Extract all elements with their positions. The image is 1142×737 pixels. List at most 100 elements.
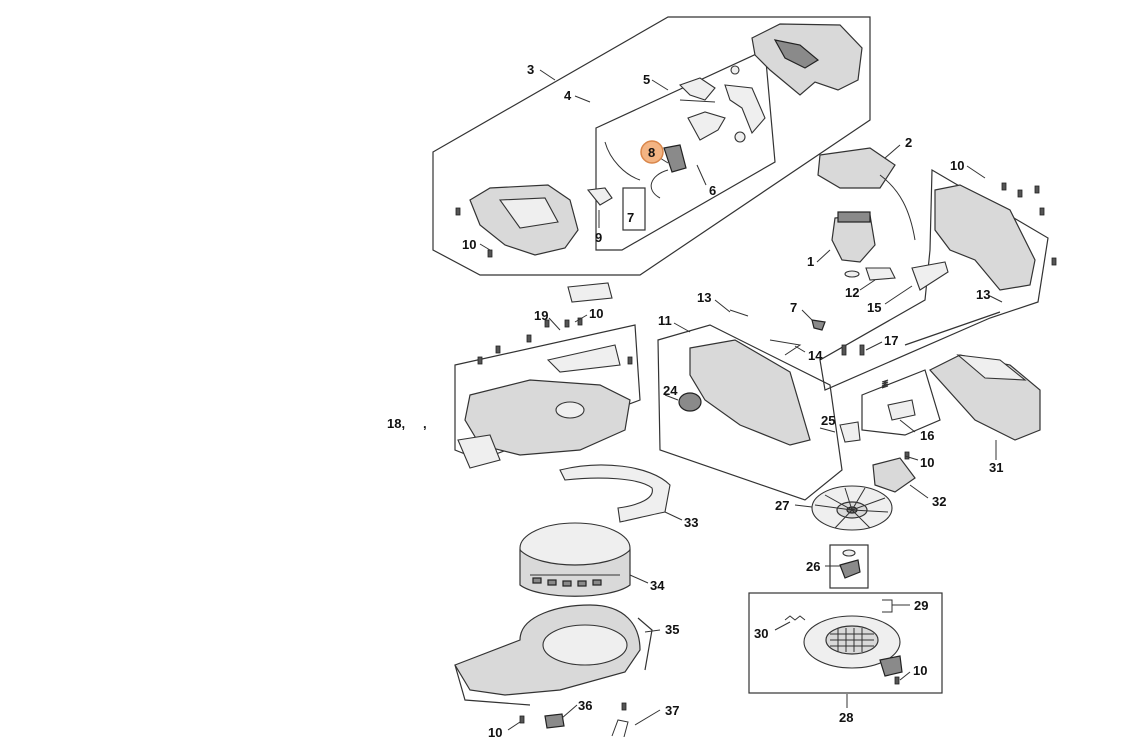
- connector-part-15: [911, 261, 949, 291]
- frame-line-right: [904, 311, 1001, 346]
- pin-part-13: [729, 309, 749, 317]
- latch-part-25: [839, 421, 861, 443]
- contact-wires: [879, 174, 916, 241]
- callout-13-right[interactable]: 13: [976, 287, 990, 302]
- callout-10-near-16[interactable]: 10: [920, 455, 934, 470]
- callout-34[interactable]: 34: [650, 578, 665, 593]
- callout-8-highlight-circle[interactable]: [640, 140, 664, 164]
- callout-36[interactable]: 36: [578, 698, 592, 713]
- callout-10-bottom-left[interactable]: 10: [488, 725, 502, 737]
- spring-part-30: [784, 615, 806, 621]
- pad-part-36: [544, 713, 565, 729]
- callout-10-bottom-right[interactable]: 10: [913, 663, 927, 678]
- callout-13-middle[interactable]: 13: [697, 290, 711, 305]
- screw-part-17a: [841, 344, 847, 356]
- frame-housing-group: [432, 16, 871, 276]
- assembly-frames: [432, 16, 1049, 706]
- callout-12[interactable]: 12: [845, 285, 859, 300]
- callout-7-top[interactable]: 7: [627, 210, 634, 225]
- callout-19[interactable]: 19: [534, 308, 548, 323]
- frame-switch-group: [595, 49, 776, 251]
- battery-cover-top: [956, 354, 1027, 381]
- callout-37[interactable]: 37: [665, 703, 679, 718]
- washer-part: [844, 270, 860, 278]
- clip-part-7: [811, 319, 826, 331]
- frame-group-16: [861, 369, 941, 436]
- leader-lines: [479, 69, 1003, 731]
- callout-8[interactable]: 8: [648, 145, 655, 160]
- housing-shell-detail: [773, 39, 820, 69]
- callout-18[interactable]: 18,: [387, 416, 405, 431]
- duct-ring-part-34: [519, 522, 631, 597]
- filter-cover-part-28: [803, 615, 903, 677]
- callout-9[interactable]: 9: [595, 230, 602, 245]
- washer-part-26: [842, 549, 856, 557]
- callout-5[interactable]: 5: [643, 72, 650, 87]
- callout-2[interactable]: 2: [905, 135, 912, 150]
- callout-16[interactable]: 16: [920, 428, 934, 443]
- callout-26[interactable]: 26: [806, 559, 820, 574]
- callout-10-near-19[interactable]: 10: [589, 306, 603, 321]
- switch-wire: [604, 141, 669, 199]
- switch-part: [663, 144, 687, 173]
- frame-part-7-box: [622, 187, 646, 231]
- callout-31[interactable]: 31: [989, 460, 1003, 475]
- callout-10-left-top[interactable]: 10: [462, 237, 476, 252]
- callout-1[interactable]: 1: [807, 254, 814, 269]
- bracket-part-32: [872, 457, 916, 493]
- bracket-part-12: [865, 267, 896, 281]
- callout-30[interactable]: 30: [754, 626, 768, 641]
- screws: [455, 182, 1057, 724]
- callout-15[interactable]: 15: [867, 300, 881, 315]
- callout-10-right-top[interactable]: 10: [950, 158, 964, 173]
- right-housing-part: [934, 184, 1036, 291]
- spring-part-16: [881, 379, 889, 389]
- fan-housing-center: [555, 401, 585, 419]
- callout-14[interactable]: 14: [808, 348, 823, 363]
- callout-3[interactable]: 3: [527, 62, 534, 77]
- spring-part-14: [769, 339, 802, 356]
- label-plate-part-19: [567, 282, 613, 303]
- seal-part-24: [678, 392, 702, 412]
- frame-group-28: [748, 592, 943, 694]
- switch-lever-part: [678, 77, 716, 101]
- clip-part-29: [882, 599, 893, 613]
- callouts: 3 4 5 2 8 6 7 9 10 10 1 12 15 13 13 19 1…: [387, 62, 1003, 737]
- impeller-part: [811, 485, 893, 531]
- clip-part-9: [586, 187, 613, 206]
- callout-17[interactable]: 17: [884, 333, 898, 348]
- contact-plate-part: [817, 147, 896, 189]
- callout-32[interactable]: 32: [932, 494, 946, 509]
- clip-part-37: [611, 719, 629, 737]
- callout-11[interactable]: 11: [658, 313, 672, 328]
- lever-arm-part: [687, 111, 726, 141]
- parts: [454, 23, 1057, 737]
- lower-housing-opening: [542, 624, 628, 666]
- middle-housing-part: [689, 339, 811, 446]
- motor-top: [837, 211, 871, 223]
- left-housing-window: [498, 197, 559, 229]
- rod-part: [679, 99, 716, 103]
- callout-18-extra[interactable]: ,: [423, 416, 427, 431]
- callout-27[interactable]: 27: [775, 498, 789, 513]
- callout-25[interactable]: 25: [821, 413, 835, 428]
- callout-35[interactable]: 35: [665, 622, 679, 637]
- screw-part-17b: [859, 344, 865, 356]
- callout-33[interactable]: 33: [684, 515, 698, 530]
- nut-part-26: [839, 559, 861, 579]
- callout-28[interactable]: 28: [839, 710, 853, 725]
- fan-housing-top-part: [464, 379, 631, 456]
- frame-bracket-35: [637, 617, 653, 671]
- callout-6[interactable]: 6: [709, 183, 716, 198]
- callout-4[interactable]: 4: [564, 88, 572, 103]
- spring-small-part: [730, 65, 740, 75]
- lock-part-16: [887, 399, 916, 421]
- frame-bracket-36: [454, 664, 531, 706]
- frame-middle-group: [657, 324, 843, 501]
- callout-7-middle[interactable]: 7: [790, 300, 797, 315]
- hose-part-33: [559, 464, 671, 523]
- callout-29[interactable]: 29: [914, 598, 928, 613]
- cover-strip-part: [546, 344, 621, 373]
- callout-24[interactable]: 24: [663, 383, 678, 398]
